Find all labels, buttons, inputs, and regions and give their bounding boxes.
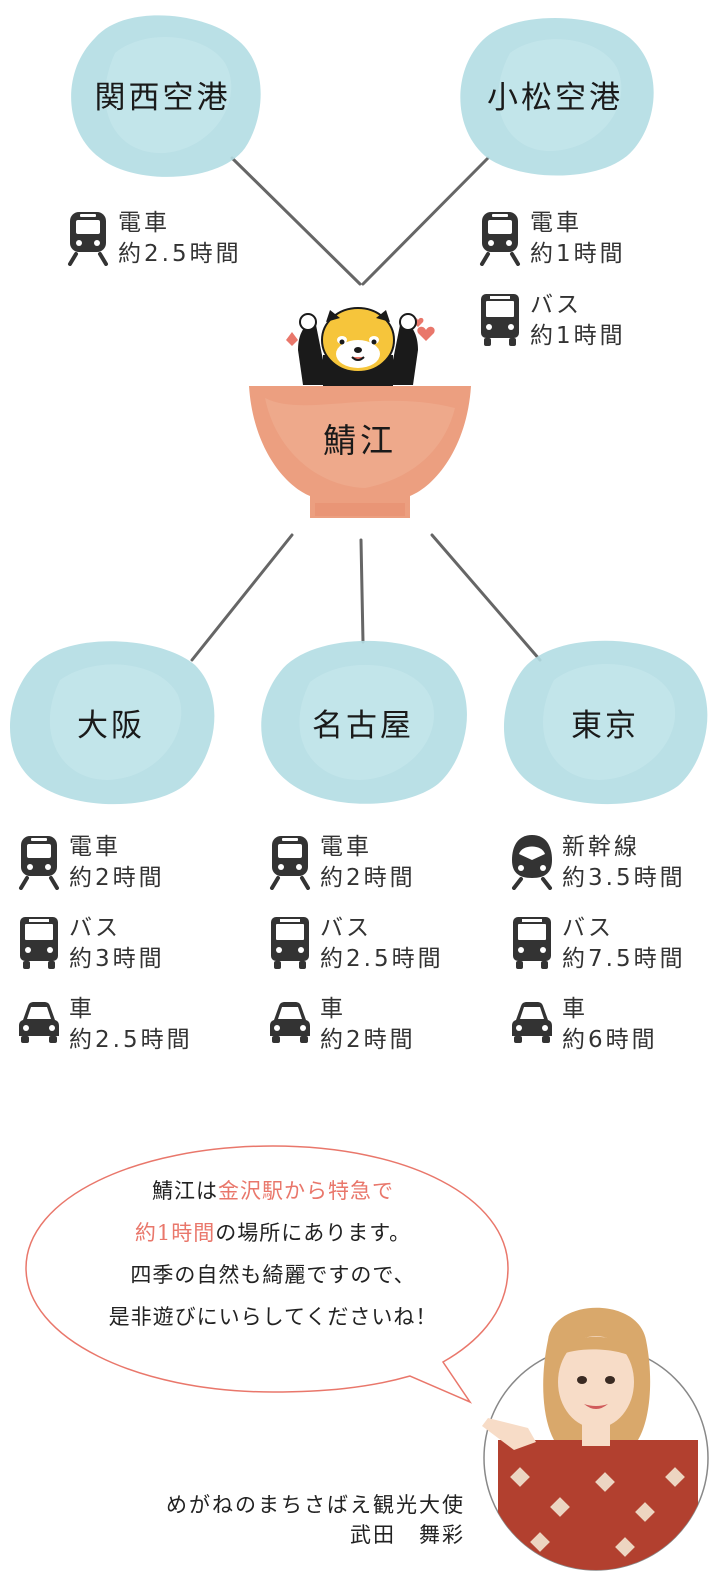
bus-icon — [513, 917, 551, 969]
train-icon — [68, 212, 108, 266]
route-nagoya-car: 車 約2時間 — [268, 994, 416, 1056]
train-icon — [270, 836, 310, 890]
route-mode: 電車 — [118, 210, 170, 236]
message-line-2: 約1時間の場所にあります。 — [134, 1221, 412, 1245]
route-osaka-car: 車 約2.5時間 — [17, 994, 193, 1056]
line-sabae-nagoya — [359, 538, 365, 644]
origin-komatsu: 小松空港 — [445, 8, 665, 183]
bus-icon — [481, 294, 519, 346]
city-name-komatsu: 小松空港 — [487, 80, 623, 116]
heart-icon — [417, 326, 435, 341]
line-kansai-sabae — [230, 156, 362, 286]
city-name-osaka: 大阪 — [77, 708, 145, 744]
route-komatsu-bus: バス 約1時間 — [478, 290, 626, 352]
route-time: 約2時間 — [69, 865, 165, 891]
route-time: 約3時間 — [69, 946, 165, 972]
city-name-nagoya: 名古屋 — [312, 708, 414, 744]
ambassador-name: 武田 舞彩 — [350, 1523, 465, 1547]
watercolor-cloud — [71, 15, 261, 177]
bus-icon — [271, 917, 309, 969]
route-time: 約7.5時間 — [562, 946, 686, 972]
route-osaka-train: 電車 約2時間 — [17, 832, 165, 894]
route-time: 約1時間 — [530, 323, 626, 349]
sabae-bowl: 鯖江 — [245, 378, 475, 526]
route-tokyo-bus: バス 約7.5時間 — [510, 913, 686, 975]
bowl-shape — [249, 386, 471, 518]
route-mode: 電車 — [530, 210, 582, 236]
route-tokyo-shinkansen: 新幹線 約3.5時間 — [510, 832, 686, 894]
route-time: 約2.5時間 — [118, 241, 242, 267]
message-line-1: 鯖江は金沢駅から特急で — [152, 1179, 394, 1203]
car-icon — [270, 1002, 310, 1043]
route-mode: 車 — [320, 996, 346, 1022]
route-mode: 車 — [69, 996, 95, 1022]
message-text: 鯖江は金沢駅から特急で 約1時間の場所にあります。 四季の自然も綺麗ですので、 … — [78, 1170, 468, 1338]
car-icon — [19, 1002, 59, 1043]
route-komatsu-train: 電車 約1時間 — [478, 208, 626, 270]
line-sabae-osaka — [190, 533, 294, 662]
origin-osaka: 大阪 — [0, 630, 222, 810]
line-komatsu-sabae — [361, 156, 490, 286]
bus-icon — [20, 917, 58, 969]
route-time: 約3.5時間 — [562, 865, 686, 891]
watercolor-cloud — [261, 640, 467, 804]
line-sabae-tokyo — [430, 533, 542, 662]
hub-name: 鯖江 — [323, 421, 397, 460]
route-tokyo-car: 車 約6時間 — [510, 994, 658, 1056]
route-kansai-train: 電車 約2.5時間 — [66, 208, 242, 270]
origin-tokyo: 東京 — [494, 630, 716, 810]
train-icon — [480, 212, 520, 266]
message-line-4: 是非遊びにいらしてくださいね！ — [108, 1305, 438, 1329]
red-panda-mascot-icon — [286, 307, 435, 387]
route-mode: バス — [530, 292, 582, 318]
route-mode: 車 — [562, 996, 588, 1022]
route-mode: バス — [69, 915, 121, 941]
route-time: 約2.5時間 — [69, 1027, 193, 1053]
route-mode: バス — [562, 915, 614, 941]
shinkansen-icon — [512, 835, 552, 890]
route-time: 約1時間 — [530, 241, 626, 267]
route-nagoya-train: 電車 約2時間 — [268, 832, 416, 894]
ambassador-portrait — [482, 1307, 709, 1571]
watercolor-cloud — [10, 641, 215, 805]
ambassador-signature: めがねのまちさばえ観光大使 武田 舞彩 — [100, 1490, 465, 1550]
route-mode: バス — [320, 915, 372, 941]
route-mode: 電車 — [69, 834, 121, 860]
city-name-kansai: 関西空港 — [94, 80, 231, 116]
train-icon — [19, 836, 59, 890]
route-mode: 電車 — [320, 834, 372, 860]
watercolor-cloud — [460, 18, 654, 176]
message-line-3: 四季の自然も綺麗ですので、 — [130, 1263, 416, 1287]
origin-kansai: 関西空港 — [55, 8, 270, 183]
route-time: 約2時間 — [320, 865, 416, 891]
route-mode: 新幹線 — [562, 834, 640, 860]
heart-icon — [286, 332, 298, 346]
route-time: 約2.5時間 — [320, 946, 444, 972]
watercolor-cloud — [503, 640, 708, 805]
route-time: 約2時間 — [320, 1027, 416, 1053]
speech-bubble: 鯖江は金沢駅から特急で 約1時間の場所にあります。 四季の自然も綺麗ですので、 … — [18, 1140, 538, 1410]
route-osaka-bus: バス 約3時間 — [17, 913, 165, 975]
city-name-tokyo: 東京 — [571, 708, 639, 744]
speech-bubble-outline — [25, 1145, 509, 1404]
route-nagoya-bus: バス 約2.5時間 — [268, 913, 444, 975]
origin-nagoya: 名古屋 — [252, 630, 474, 810]
car-icon — [512, 1002, 552, 1043]
ambassador-title: めがねのまちさばえ観光大使 — [166, 1493, 465, 1517]
route-time: 約6時間 — [562, 1027, 658, 1053]
